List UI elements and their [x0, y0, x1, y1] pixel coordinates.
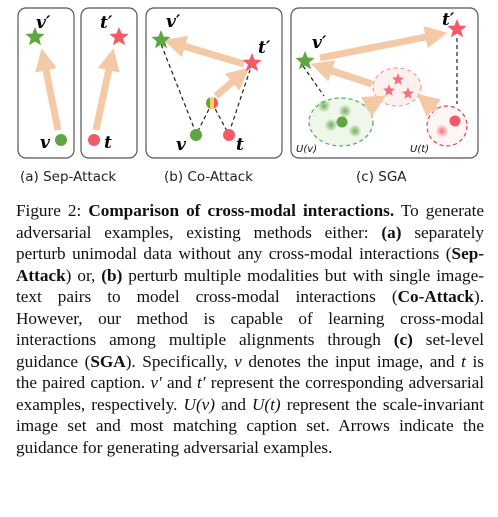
arrow-t-to-tprime: [92, 48, 120, 131]
caption-text: perturb multiple modalities but with sin…: [16, 265, 484, 307]
caption-text: ). Specifically,: [125, 351, 235, 371]
marker-c: (c): [393, 330, 413, 349]
subcaption-a: (a) Sep-Attack: [20, 169, 116, 185]
marker-a: (a): [381, 222, 402, 242]
arrow-vprime-to-tprime: [319, 26, 448, 62]
panel-c: v′ t′ U(v) U(t) (c) SGA: [290, 7, 479, 185]
label-t: t: [236, 135, 244, 155]
arrow-text-to-captions: [416, 93, 442, 117]
adv-text-star: [109, 27, 129, 46]
caption-text: ). However, our method is capable of lea…: [16, 287, 484, 349]
label-tprime: t′: [442, 10, 455, 30]
term-sga: SGA: [90, 351, 126, 371]
image-dot: [190, 129, 202, 141]
caption-text: represent the scale-invariant image set …: [16, 394, 484, 457]
term-co-attack: Co-Attack: [397, 287, 474, 306]
caption-text: To generate adversarial examples, existi…: [16, 201, 484, 242]
text-dot: [449, 115, 461, 127]
label-t: t: [104, 133, 112, 153]
math-Ut: U(t): [252, 394, 281, 414]
adv-image-star: [151, 30, 171, 49]
caption-title: Comparison of cross-modal interactions.: [88, 201, 395, 220]
text-dot: [223, 129, 235, 141]
figure-diagram: v′ t′ v t (a) Sep-Attack v′ t′ v t (b) C…: [0, 0, 498, 196]
caption-text: represent the corresponding adversarial …: [16, 373, 484, 414]
label-Uv: U(v): [296, 144, 317, 155]
figure-label: Figure 2:: [16, 201, 82, 220]
marker-b: (b): [101, 265, 123, 285]
adv-image-star: [25, 27, 45, 46]
caption-text: is the paired caption.: [16, 351, 484, 393]
caption-text: ) or,: [65, 265, 102, 285]
math-Uv: U(v): [183, 394, 216, 414]
math-t: t: [461, 351, 466, 371]
panel-a: v′ t′ v t (a) Sep-Attack: [17, 7, 138, 185]
label-vprime: v′: [312, 33, 327, 53]
adv-text-star: [242, 53, 262, 72]
text-dot: [88, 134, 100, 146]
arrow-images-to-captions: [360, 95, 386, 117]
label-tprime: t′: [258, 38, 271, 58]
caption-text: separately perturb unimodal data without…: [16, 222, 484, 264]
math-v: v: [234, 351, 242, 371]
subcaption-b: (b) Co-Attack: [164, 169, 253, 185]
math-tprime: t′: [197, 373, 206, 392]
label-v: v: [176, 135, 187, 155]
label-tprime: t′: [100, 13, 113, 33]
image-dot: [336, 116, 348, 128]
caption-text: set-level guidance (: [16, 330, 485, 371]
label-Ut: U(t): [410, 144, 429, 155]
caption-text: and: [161, 373, 197, 392]
panel-b: v′ t′ v t (b) Co-Attack: [145, 7, 283, 185]
adv-image-star: [295, 51, 315, 70]
image-dot: [55, 134, 67, 146]
math-vprime: v′: [150, 373, 162, 392]
subcaption-c: (c) SGA: [356, 169, 407, 185]
label-v: v: [40, 133, 51, 153]
adv-text-star: [447, 19, 467, 38]
arrow-captions-to-vprime: [310, 60, 374, 88]
label-vprime: v′: [36, 13, 51, 33]
caption-text: denotes the input image, and: [241, 351, 462, 371]
arrow-co-to-tprime: [213, 67, 250, 99]
label-vprime: v′: [166, 12, 181, 32]
image-text-pair-dot: [206, 97, 218, 109]
arrow-tprime-to-vprime: [163, 35, 245, 68]
term-sep-attack: Sep-Attack: [16, 244, 484, 285]
caption-text: and: [215, 394, 252, 414]
arrow-v-to-vprime: [35, 48, 62, 131]
figure-caption: Figure 2: Comparison of cross-modal inte…: [16, 200, 484, 458]
